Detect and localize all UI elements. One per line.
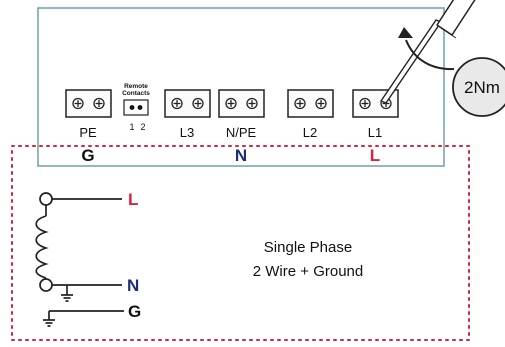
connection-label-l: L	[370, 146, 380, 165]
wiring-zone-outline	[11, 145, 470, 341]
remote-title-line2: Contacts	[122, 90, 150, 97]
terminal-block-pe	[65, 89, 112, 118]
terminal-label-l3: L3	[180, 125, 194, 140]
screw-icon	[246, 97, 258, 110]
screw-icon	[192, 97, 204, 110]
wire-label-g: G	[128, 302, 141, 321]
connection-label-g: G	[81, 146, 94, 165]
terminal-panel	[37, 7, 445, 167]
terminal-block-l3	[164, 89, 211, 118]
screw-icon	[72, 97, 84, 110]
description-line-1: Single Phase	[264, 239, 352, 256]
remote-title-line1: Remote	[124, 83, 148, 90]
connection-label-n: N	[235, 146, 247, 165]
screwdriver-icon	[380, 0, 476, 104]
description-line-2: 2 Wire + Ground	[253, 263, 363, 280]
terminal-label-l2: L2	[303, 125, 317, 140]
contact-pin-dot	[129, 105, 135, 110]
screw-icon	[225, 97, 237, 110]
screw-icon	[93, 97, 105, 110]
screw-icon	[315, 97, 327, 110]
coil-winding	[35, 215, 49, 279]
contact-pin-dot	[137, 105, 143, 110]
terminal-block-l2	[287, 89, 334, 118]
terminal-block-npe	[218, 89, 265, 118]
screw-icon	[171, 97, 183, 110]
torque-label: 2Nm	[464, 78, 500, 97]
screw-icon	[294, 97, 306, 110]
terminal-label-npe: N/PE	[226, 125, 257, 140]
bottom-terminal-circle	[39, 278, 53, 292]
top-terminal-circle	[39, 192, 53, 206]
torque-badge	[452, 57, 505, 117]
coil-schematic	[35, 192, 124, 327]
rotation-arrow-icon	[398, 27, 455, 71]
terminal-label-l1: L1	[368, 125, 382, 140]
terminal-label-pe: PE	[79, 125, 97, 140]
wire-label-n: N	[127, 276, 139, 295]
remote-pin-2-label: 2	[140, 122, 145, 132]
screw-icon	[359, 97, 371, 110]
remote-contacts-block	[123, 99, 149, 116]
wire-label-l: L	[128, 190, 138, 209]
remote-pin-1-label: 1	[129, 122, 134, 132]
